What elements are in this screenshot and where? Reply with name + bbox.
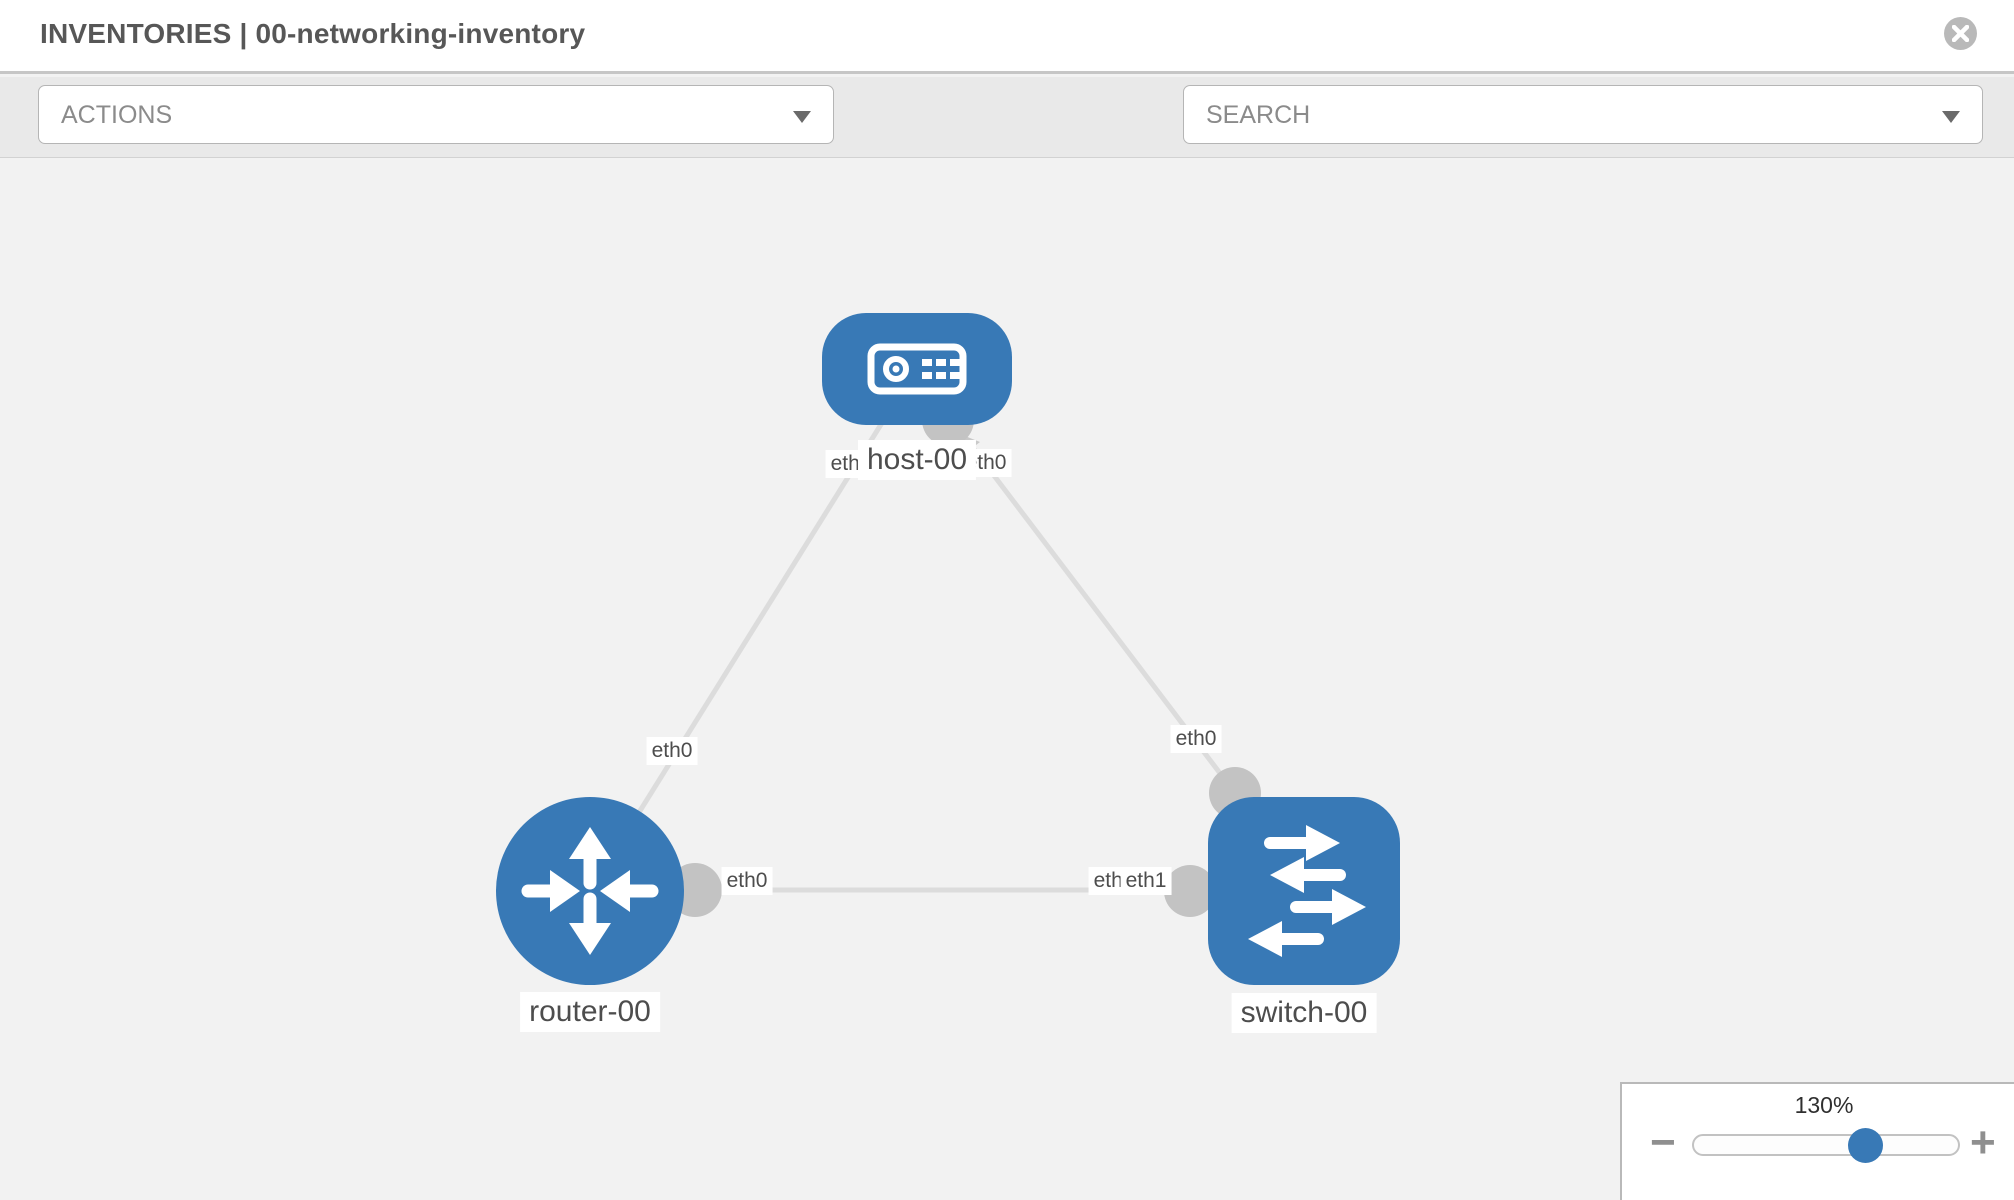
- interface-label: eth0: [646, 737, 698, 765]
- node-host-00[interactable]: [822, 313, 1012, 425]
- zoom-control-panel: 130% − +: [1620, 1082, 2014, 1200]
- actions-dropdown[interactable]: ACTIONS: [38, 85, 834, 144]
- interface-label: eth1: [1120, 867, 1172, 895]
- node-router-00[interactable]: [496, 797, 684, 985]
- toolbar: ACTIONS SEARCH: [0, 77, 2014, 214]
- chevron-down-icon: [793, 110, 811, 128]
- switch-icon: [1248, 825, 1366, 957]
- interface-label: eth0: [721, 867, 773, 895]
- zoom-slider[interactable]: [1692, 1134, 1960, 1156]
- links: [587, 413, 1237, 893]
- zoom-level: 130%: [1794, 1092, 1854, 1118]
- node-label-switch: switch-00: [1231, 993, 1377, 1033]
- actions-dropdown-label: ACTIONS: [61, 101, 173, 129]
- zoom-in-button[interactable]: +: [1970, 1118, 1996, 1167]
- close-icon[interactable]: [1944, 17, 1977, 50]
- chevron-down-icon: [1942, 110, 1960, 128]
- zoom-out-button[interactable]: −: [1650, 1118, 1676, 1167]
- node-label-router: router-00: [520, 992, 660, 1032]
- node-switch-00[interactable]: [1208, 797, 1400, 985]
- search-placeholder: SEARCH: [1206, 101, 1311, 129]
- zoom-slider-handle[interactable]: [1848, 1128, 1883, 1163]
- title-bar: INVENTORIES | 00-networking-inventory: [0, 0, 2014, 74]
- interface-label: eth0: [1170, 725, 1222, 753]
- host-icon: [867, 343, 967, 395]
- router-icon: [521, 827, 659, 955]
- topology-canvas[interactable]: eth0 eth0 eth0 eth0 eth0 eth0 eth1 host-…: [0, 158, 2014, 1200]
- node-label-host: host-00: [857, 440, 977, 480]
- connector-switch-eth1: [1164, 865, 1216, 917]
- search-dropdown[interactable]: SEARCH: [1183, 85, 1983, 144]
- page-title: INVENTORIES | 00-networking-inventory: [40, 18, 586, 49]
